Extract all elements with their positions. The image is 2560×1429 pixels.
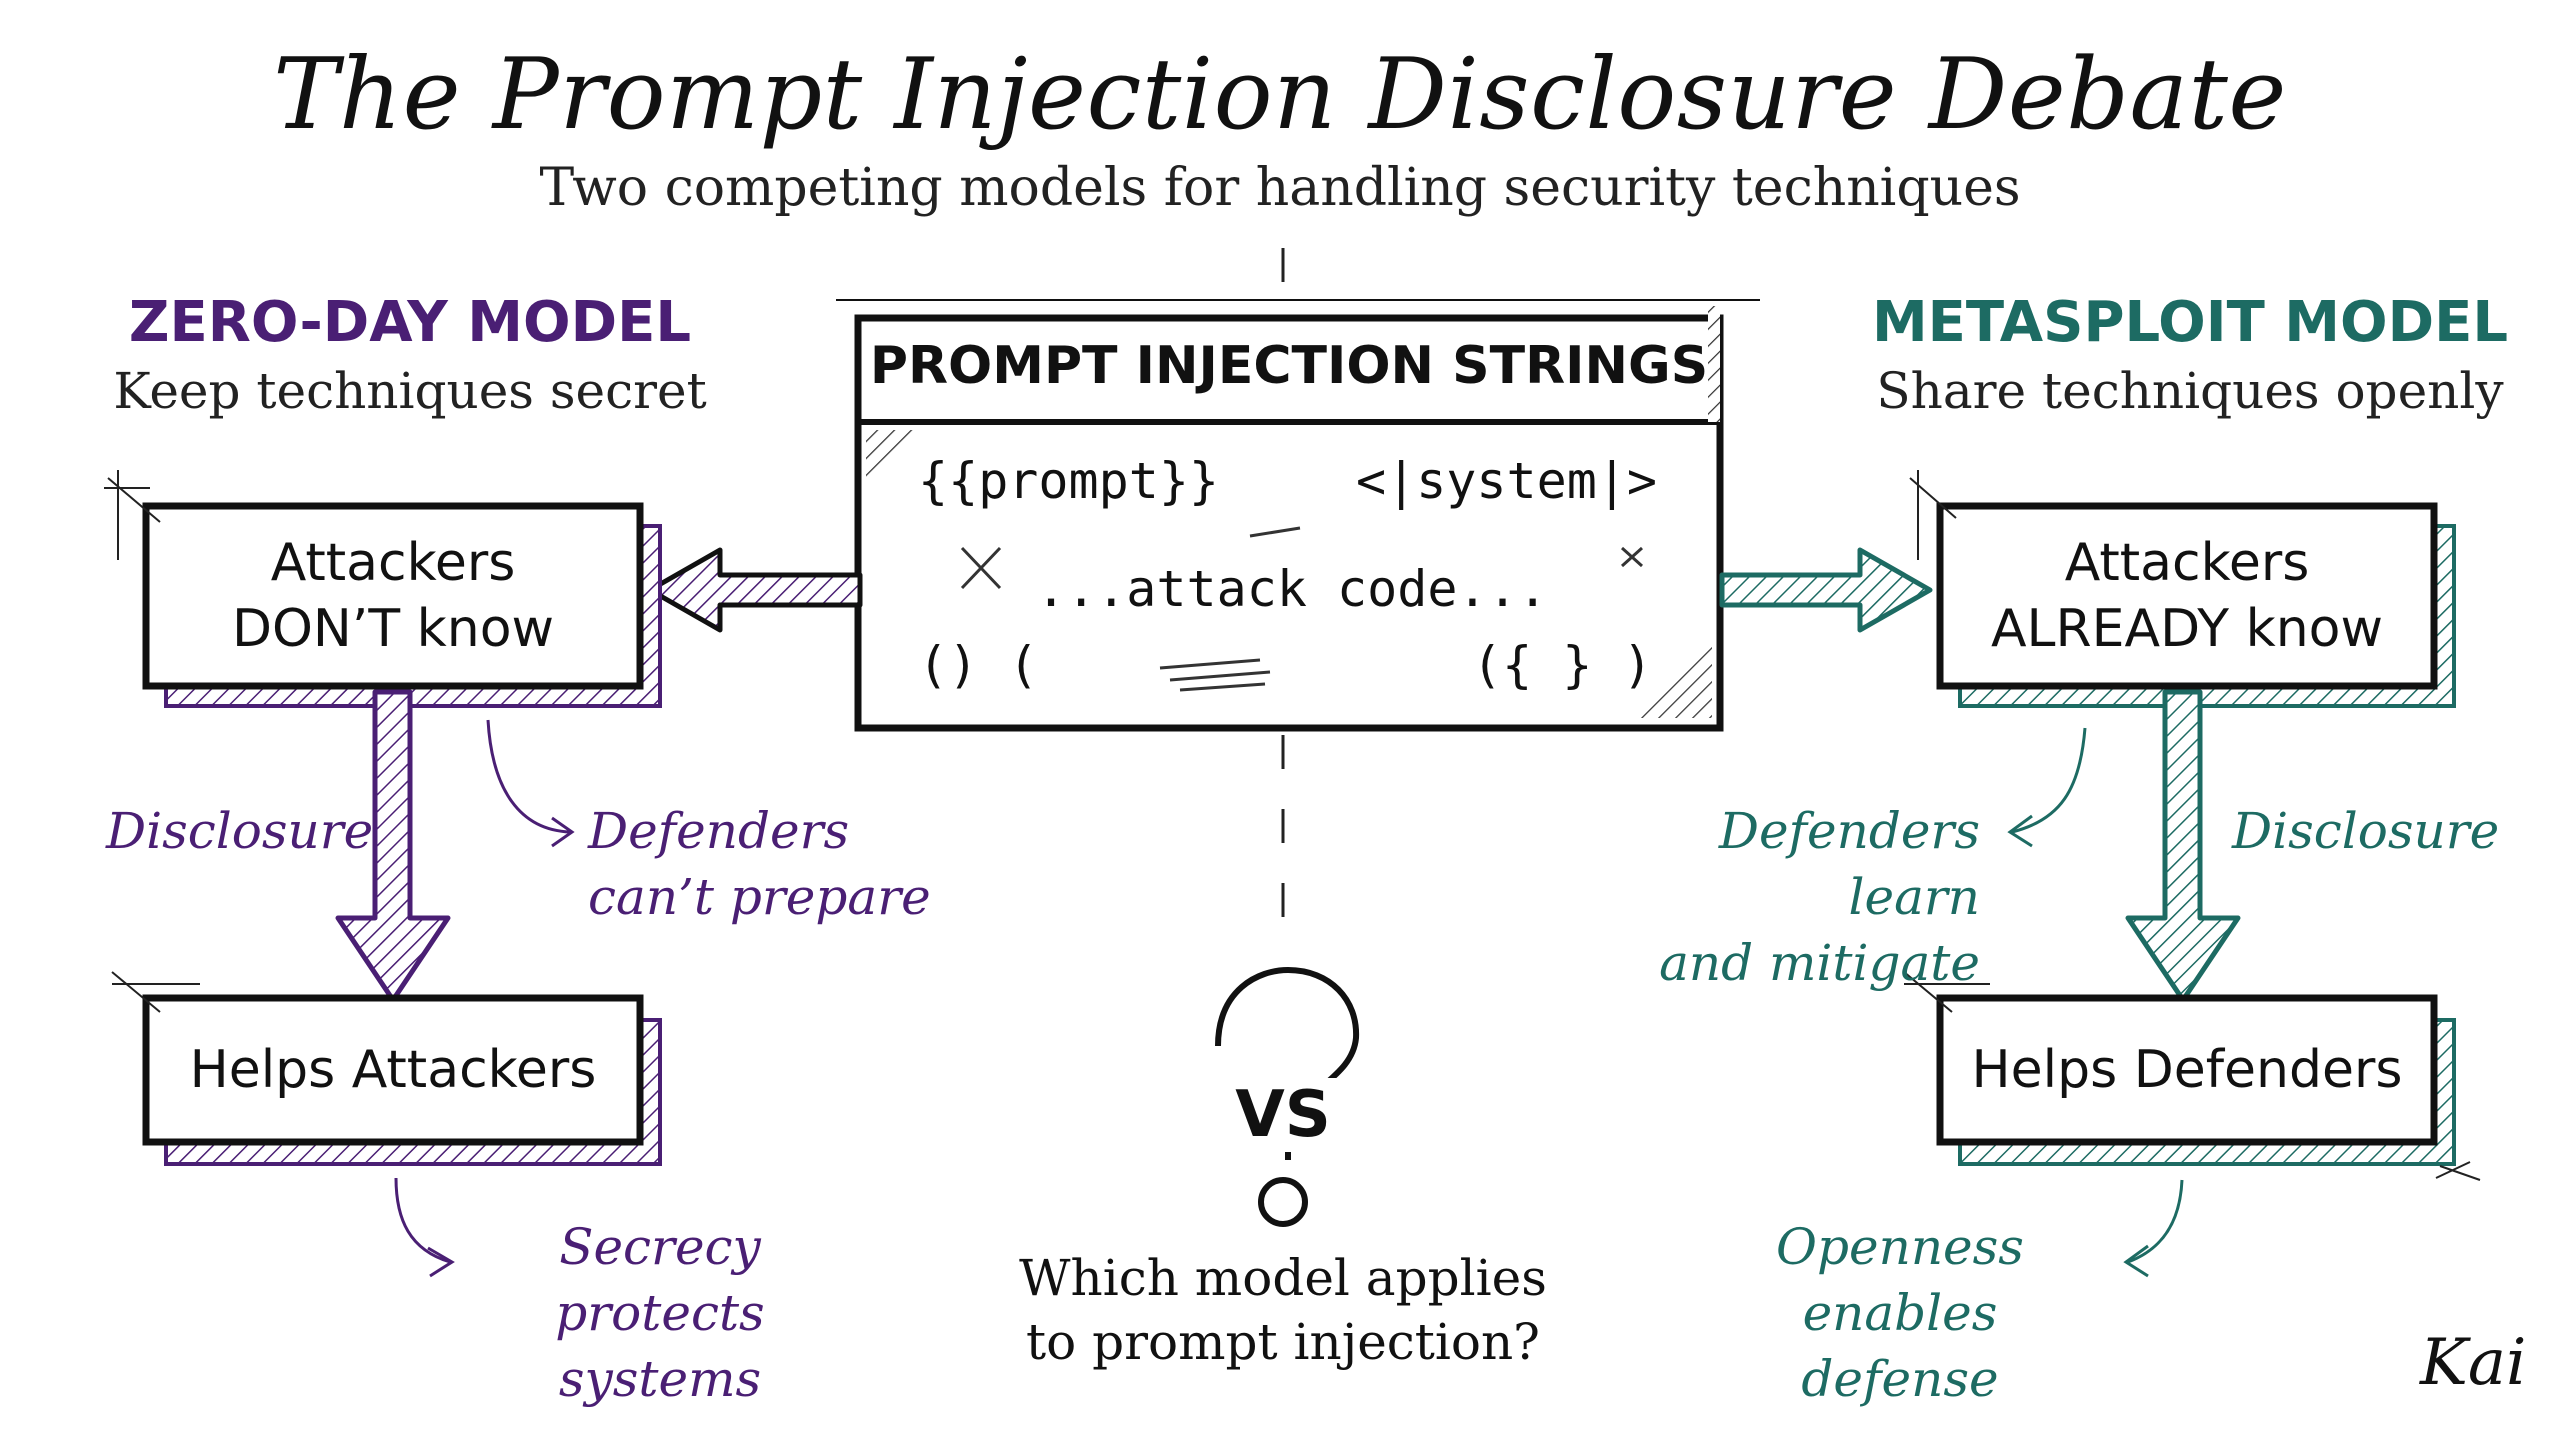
right-model-heading: METASPLOIT MODEL <box>1871 290 2509 355</box>
right-down-arrow-graphic <box>2125 689 2241 1003</box>
center-question: Which model applies to prompt injection? <box>980 1246 1586 1374</box>
left-conclusion-line1: Secrecy protects <box>555 1218 765 1342</box>
right-side-note: Defenders learn and mitigate <box>1600 798 1980 996</box>
page-subtitle: Two competing models for handling securi… <box>539 158 2021 218</box>
right-conclusion: Openness enables defense <box>1680 1214 2120 1412</box>
left-bottom-box-graphic <box>111 971 662 1166</box>
right-side-note-line1: Defenders learn <box>1718 802 1980 926</box>
left-conclusion-line2: systems <box>558 1350 762 1408</box>
left-arrow-graphic <box>647 547 863 633</box>
right-conclusion-line1: Openness enables <box>1776 1218 2024 1342</box>
center-box-graphic <box>836 299 1760 732</box>
left-side-note: Defenders can’t prepare <box>588 798 931 930</box>
center-box-title: PROMPT INJECTION STRINGS <box>869 336 1709 396</box>
left-top-box-line1: Attackers <box>270 533 516 593</box>
left-top-box: Attackers DON’T know <box>146 506 640 686</box>
right-top-box-line1: Attackers <box>2064 533 2310 593</box>
right-arrow-label: Disclosure <box>2232 802 2500 860</box>
left-conclusion: Secrecy protects systems <box>470 1214 850 1412</box>
code-line2: ...attack code... <box>1036 560 1548 618</box>
left-side-note-line1: Defenders <box>588 802 850 860</box>
left-top-box-line2: DON’T know <box>231 599 555 659</box>
code-line3-right: ({ } ) <box>1472 636 1653 694</box>
right-bottom-box-graphic <box>1903 971 2481 1181</box>
left-curve-arrows <box>394 719 575 1278</box>
code-line1-right: <|system|> <box>1356 452 1658 510</box>
right-curve-arrows <box>2007 727 2184 1278</box>
vs-label: VS <box>1228 1078 1338 1152</box>
left-top-box-graphic <box>104 470 662 708</box>
right-side-note-line2: and mitigate <box>1659 934 1980 992</box>
code-line1-left: {{prompt}} <box>918 452 1220 510</box>
right-model-subheading: Share techniques openly <box>1876 362 2504 420</box>
left-down-arrow-graphic <box>335 689 451 1003</box>
center-question-line2: to prompt injection? <box>1026 1313 1540 1371</box>
left-side-note-line2: can’t prepare <box>588 868 931 926</box>
page-title: The Prompt Injection Disclosure Debate <box>273 38 2287 152</box>
right-top-box: Attackers ALREADY know <box>1940 506 2434 686</box>
left-bottom-box: Helps Attackers <box>189 1040 597 1100</box>
right-top-box-graphic <box>1909 470 2456 708</box>
left-model-subheading: Keep techniques secret <box>113 362 707 420</box>
right-bottom-box: Helps Defenders <box>1971 1040 2403 1100</box>
left-arrow-label: Disclosure <box>106 802 374 860</box>
signature: Kai <box>2420 1326 2527 1400</box>
center-question-line1: Which model applies <box>1019 1249 1547 1307</box>
right-arrow-graphic <box>1719 547 1933 633</box>
code-line3-left: () ( <box>918 636 1039 694</box>
left-model-heading: ZERO-DAY MODEL <box>128 290 692 355</box>
right-top-box-line2: ALREADY know <box>1990 599 2383 659</box>
right-conclusion-line2: defense <box>1801 1350 1999 1408</box>
